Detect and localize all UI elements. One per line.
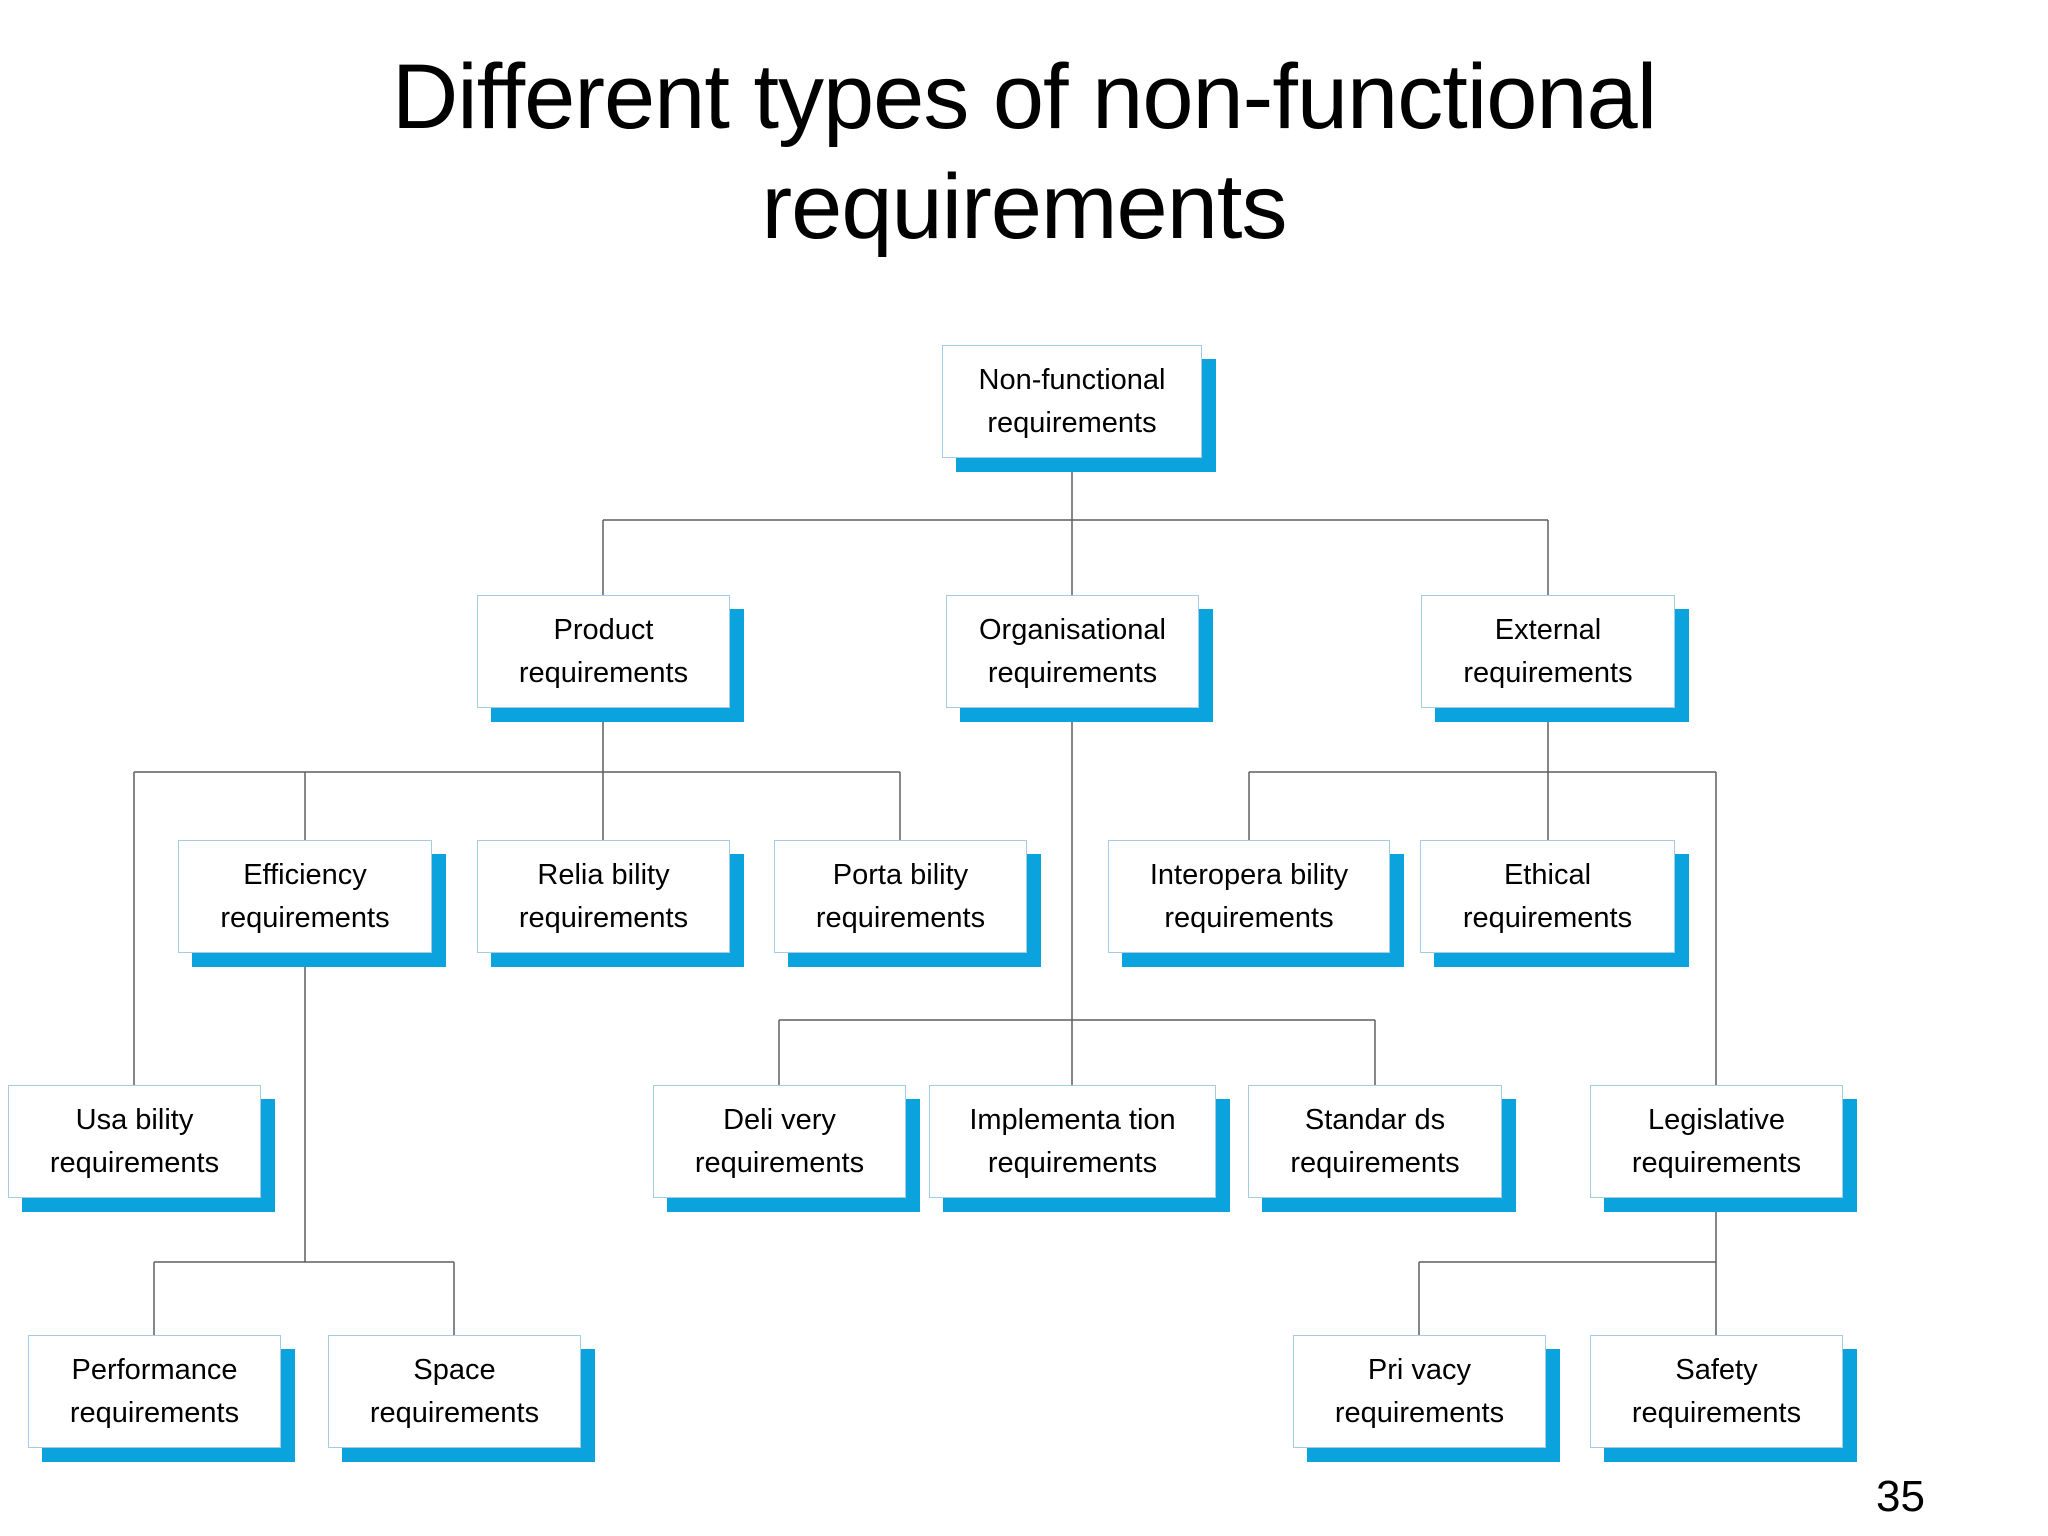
node-implementation-line1: Implementa tion bbox=[969, 1103, 1176, 1136]
node-standards-line1: Standar ds bbox=[1304, 1103, 1446, 1136]
node-reliability-line2: requirements bbox=[518, 901, 689, 934]
slide-title: Different types of non-functional requir… bbox=[0, 42, 2048, 262]
node-efficiency: Efficiency requirements bbox=[178, 840, 432, 953]
node-portability-line2: requirements bbox=[815, 901, 986, 934]
node-portability-line1: Porta bility bbox=[832, 858, 969, 891]
node-delivery-line2: requirements bbox=[694, 1146, 865, 1179]
node-reliability: Relia bility requirements bbox=[477, 840, 730, 953]
node-space-line1: Space bbox=[413, 1353, 496, 1386]
node-safety-line2: requirements bbox=[1631, 1396, 1802, 1429]
node-portability: Porta bility requirements bbox=[774, 840, 1027, 953]
node-space-line2: requirements bbox=[369, 1396, 540, 1429]
node-performance-line2: requirements bbox=[69, 1396, 240, 1429]
node-delivery: Deli very requirements bbox=[653, 1085, 906, 1198]
node-organisational-line2: requirements bbox=[987, 656, 1158, 689]
node-implementation: Implementa tion requirements bbox=[929, 1085, 1216, 1198]
node-implementation-line2: requirements bbox=[987, 1146, 1158, 1179]
node-external-line2: requirements bbox=[1463, 656, 1633, 689]
node-external: External requirements bbox=[1421, 595, 1675, 708]
node-product-line1: Product bbox=[553, 613, 654, 646]
node-ethical-line2: requirements bbox=[1462, 901, 1633, 934]
node-usability: Usa bility requirements bbox=[8, 1085, 261, 1198]
node-nonfunctional-line2: requirements bbox=[987, 406, 1157, 439]
slide-title-line1: Different types of non-functional bbox=[391, 46, 1657, 148]
node-organisational-line1: Organisational bbox=[979, 613, 1166, 646]
node-usability-line1: Usa bility bbox=[75, 1103, 194, 1136]
node-efficiency-line1: Efficiency bbox=[243, 858, 367, 891]
node-legislative-line1: Legislative bbox=[1647, 1103, 1786, 1136]
node-ethical: Ethical requirements bbox=[1420, 840, 1675, 953]
node-product: Product requirements bbox=[477, 595, 730, 708]
node-reliability-line1: Relia bility bbox=[537, 858, 670, 891]
node-product-line2: requirements bbox=[518, 656, 689, 689]
node-efficiency-line2: requirements bbox=[220, 901, 390, 934]
node-space: Space requirements bbox=[328, 1335, 581, 1448]
node-privacy: Pri vacy requirements bbox=[1293, 1335, 1546, 1448]
node-privacy-line1: Pri vacy bbox=[1367, 1353, 1472, 1386]
page-number: 35 bbox=[1876, 1472, 1925, 1521]
node-legislative: Legislative requirements bbox=[1590, 1085, 1843, 1198]
node-interoperability-line2: requirements bbox=[1164, 901, 1334, 934]
node-ethical-line1: Ethical bbox=[1503, 858, 1592, 891]
node-nonfunctional-line1: Non-functional bbox=[978, 363, 1166, 396]
node-standards-line2: requirements bbox=[1290, 1146, 1460, 1179]
node-legislative-line2: requirements bbox=[1631, 1146, 1802, 1179]
node-organisational: Organisational requirements bbox=[946, 595, 1199, 708]
slide-title-line2: requirements bbox=[761, 156, 1288, 258]
node-delivery-line1: Deli very bbox=[723, 1103, 836, 1136]
node-safety: Safety requirements bbox=[1590, 1335, 1843, 1448]
node-performance-line1: Performance bbox=[71, 1353, 238, 1386]
node-safety-line1: Safety bbox=[1675, 1353, 1758, 1386]
node-standards: Standar ds requirements bbox=[1248, 1085, 1502, 1198]
node-performance: Performance requirements bbox=[28, 1335, 281, 1448]
node-nonfunctional: Non-functional requirements bbox=[942, 345, 1202, 458]
node-privacy-line2: requirements bbox=[1334, 1396, 1505, 1429]
node-external-line1: External bbox=[1494, 613, 1602, 646]
node-interoperability: Interopera bility requirements bbox=[1108, 840, 1390, 953]
node-usability-line2: requirements bbox=[49, 1146, 220, 1179]
node-interoperability-line1: Interopera bility bbox=[1149, 858, 1349, 891]
